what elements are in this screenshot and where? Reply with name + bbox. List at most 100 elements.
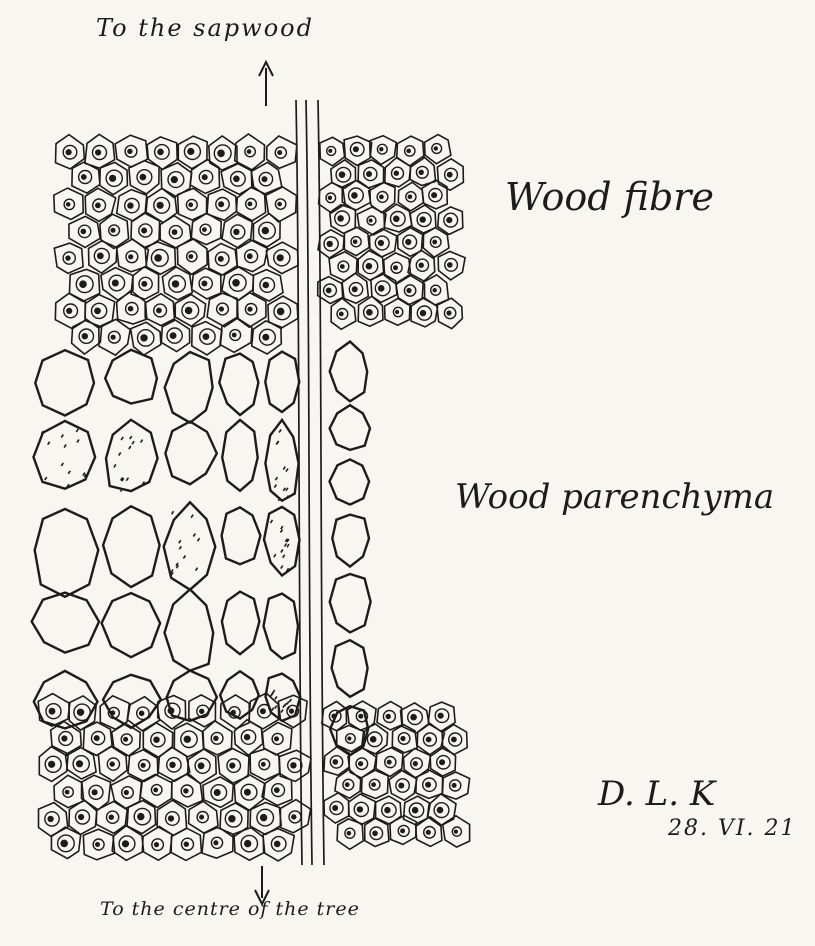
fibre-lumen-dot	[153, 788, 158, 793]
fibre-lumen-dot	[405, 239, 411, 245]
fibre-lumen-dot	[345, 782, 350, 787]
fibre-lumen-dot	[65, 255, 70, 260]
fibre-lumen-dot	[139, 711, 145, 717]
pit-mark	[48, 442, 50, 445]
pit-mark	[277, 441, 279, 444]
fibre-lumen-dot	[371, 782, 376, 787]
pit-mark	[191, 515, 193, 518]
vessel-wall	[306, 100, 312, 865]
fibre-lumen-dot	[111, 228, 116, 233]
parenchyma-cell	[165, 422, 216, 485]
parenchyma-cell	[264, 594, 299, 659]
fibre-cells-upper-right	[318, 135, 465, 330]
fibre-lumen-dot	[128, 306, 134, 312]
pit-mark	[64, 445, 66, 448]
parenchyma-cell	[222, 507, 261, 564]
fibre-lumen-dot	[247, 307, 252, 312]
pit-mark	[141, 440, 143, 443]
fibre-lumen-dot	[157, 202, 164, 209]
fibre-lumen-dot	[406, 149, 411, 154]
fibre-lumen-dot	[110, 761, 115, 766]
fibre-lumen-dot	[387, 760, 392, 765]
fibre-cells-lower-right	[322, 701, 470, 849]
fibre-lumen-dot	[82, 333, 88, 339]
fibre-lumen-dot	[109, 815, 114, 820]
fibre-lumen-dot	[128, 254, 133, 259]
fibre-lumen-dot	[199, 815, 204, 820]
pit-mark	[279, 430, 281, 433]
fibre-lumen-dot	[198, 762, 205, 769]
fibre-lumen-dot	[157, 149, 164, 156]
fibre-lumen-dot	[262, 227, 269, 234]
pit-mark	[281, 566, 283, 569]
fibre-lumen-dot	[154, 254, 162, 262]
fibre-lumen-dot	[446, 310, 451, 315]
fibre-lumen-dot	[214, 789, 221, 796]
fibre-lumen-dot	[379, 147, 383, 151]
fibre-lumen-dot	[188, 254, 193, 259]
pit-mark	[283, 488, 285, 491]
fibre-lumen-dot	[332, 805, 338, 811]
fibre-lumen-dot	[431, 192, 437, 198]
fibre-lumen-dot	[339, 171, 346, 178]
fibre-lumen-dot	[347, 831, 352, 836]
fibre-lumen-dot	[94, 735, 100, 741]
fibre-lumen-dot	[183, 788, 188, 793]
fibre-lumen-dot	[353, 146, 359, 152]
pit-mark	[285, 543, 287, 546]
pit-mark	[283, 555, 285, 558]
parenchyma-cell	[222, 592, 260, 655]
fibre-lumen-dot	[247, 149, 252, 154]
parenchyma-cell	[332, 640, 368, 697]
fibre-lumen-dot	[203, 333, 210, 340]
fibre-lumen-dot	[172, 229, 178, 235]
fibre-lumen-dot	[228, 815, 235, 822]
fibre-lumen-dot	[434, 146, 438, 150]
fibre-lumen-dot	[123, 737, 128, 742]
parenchyma-cell	[222, 420, 258, 491]
fibre-lumen-dot	[187, 148, 194, 155]
fibre-lumen-dot	[372, 831, 378, 837]
fibre-lumen-dot	[379, 195, 384, 200]
fibre-lumen-dot	[66, 202, 71, 207]
pit-mark	[196, 568, 198, 571]
fibre-lumen-dot	[137, 813, 144, 820]
fibre-lumen-dot	[370, 736, 377, 743]
fibre-lumen-dot	[426, 830, 431, 835]
fibre-lumen-dot	[395, 310, 399, 314]
fibre-lumen-dot	[219, 306, 224, 311]
pit-mark	[126, 478, 128, 481]
pit-mark	[61, 463, 63, 466]
fibre-lumen-dot	[419, 170, 424, 175]
fibre-lumen-dot	[339, 312, 344, 317]
fibre-lumen-dot	[327, 241, 333, 247]
fibre-lumen-dot	[366, 171, 372, 177]
fibre-lumen-dot	[277, 254, 284, 261]
pit-mark	[271, 693, 273, 696]
fibre-lumen-dot	[289, 709, 294, 714]
fibre-lumen-dot	[95, 203, 101, 209]
fibre-lumen-dot	[171, 176, 178, 183]
wood-parenchyma-label: Wood parenchyma	[455, 477, 774, 517]
fibre-lumen-dot	[154, 842, 159, 847]
fibre-lumen-dot	[369, 219, 373, 223]
fibre-lumen-dot	[233, 176, 240, 183]
parenchyma-cell	[103, 675, 161, 728]
fibre-lumen-dot	[47, 816, 53, 822]
fibre-lumen-dot	[262, 176, 268, 182]
parenchyma-cell	[105, 350, 157, 404]
pit-mark	[286, 469, 288, 472]
fibre-lumen-dot	[420, 216, 426, 222]
pit-mark	[281, 550, 283, 553]
fibre-lumen-dot	[433, 288, 437, 292]
fibre-lumen-dot	[274, 841, 281, 848]
parenchyma-cells	[32, 342, 371, 756]
pit-mark	[198, 538, 200, 541]
fibre-lumen-dot	[170, 332, 177, 339]
fibre-lumen-dot	[232, 333, 237, 338]
fibre-lumen-dot	[439, 759, 445, 765]
parenchyma-cell	[106, 420, 158, 491]
pit-mark	[172, 511, 174, 514]
fibre-lumen-dot	[66, 149, 72, 155]
